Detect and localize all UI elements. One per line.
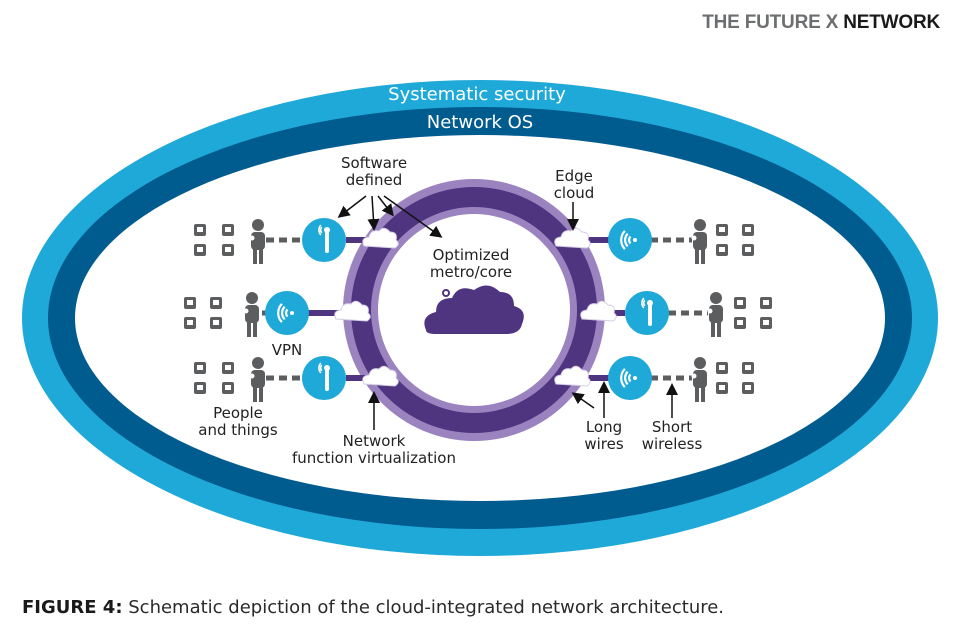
person-icon	[707, 292, 723, 337]
systematic-security-label: Systematic security	[388, 84, 566, 105]
antenna-access-node	[302, 356, 346, 400]
antenna-access-node	[625, 291, 669, 335]
nfv-label-2: function virtualization	[292, 449, 456, 467]
antenna-icon	[318, 362, 330, 391]
worker-icon	[210, 297, 222, 309]
people-things-label-1: People	[213, 404, 263, 422]
header-emphasis: NETWORK	[843, 12, 940, 33]
antenna-icon	[318, 224, 330, 253]
short-wireless-links	[262, 237, 708, 381]
core-label-line2: metro/core	[430, 263, 512, 281]
vpn-label: VPN	[272, 341, 303, 359]
software-defined-label-2: defined	[346, 171, 402, 189]
computer-icon	[760, 297, 772, 309]
tower-icon	[716, 362, 728, 374]
house-icon	[742, 362, 754, 374]
network-os-label: Network OS	[427, 112, 533, 133]
long-wires-label-2: wires	[584, 435, 624, 453]
monitor-icon	[194, 224, 206, 236]
car-icon	[184, 317, 196, 329]
person-icon	[760, 317, 772, 329]
wifi-icon	[620, 230, 637, 250]
caption-text: Schematic depiction of the cloud-integra…	[122, 597, 725, 618]
printer-icon	[734, 317, 746, 329]
caption-label: FIGURE 4:	[22, 597, 123, 618]
core-label-line1: Optimized	[433, 246, 510, 264]
document-icon	[734, 297, 746, 309]
person-icon	[691, 357, 707, 402]
core-cloud-icon	[424, 285, 524, 334]
edge-cloud-label-2: cloud	[554, 184, 595, 202]
figure-caption: FIGURE 4: Schematic depiction of the clo…	[22, 597, 724, 618]
webcam-icon	[194, 244, 206, 256]
hangar-icon	[210, 317, 222, 329]
glove-icon	[742, 224, 754, 236]
nfv-label-1: Network	[343, 432, 406, 450]
satellite-icon	[222, 382, 234, 394]
annotation-arrows	[337, 195, 678, 430]
washer-icon	[742, 244, 754, 256]
wifi-icon	[620, 368, 637, 388]
long-wires-label-1: Long	[586, 418, 622, 436]
antenna-icon	[641, 297, 653, 326]
factory-icon	[194, 382, 206, 394]
camera-icon	[222, 224, 234, 236]
software-defined-label-1: Software	[341, 154, 407, 172]
factory-icon	[742, 382, 754, 394]
short-wireless-label-1: Short	[652, 418, 692, 436]
wifi-access-node	[608, 218, 652, 262]
short-wireless-label-2: wireless	[642, 435, 703, 453]
printer-icon	[184, 297, 196, 309]
wifi-access-node	[608, 356, 652, 400]
sensor-icon	[222, 244, 234, 256]
wifi-access-node	[265, 291, 309, 335]
person-icon	[249, 219, 265, 264]
plug-icon	[716, 244, 728, 256]
antenna-tower-icon	[716, 382, 728, 394]
person-icon	[243, 292, 259, 337]
header-prefix: THE FUTURE X	[702, 12, 839, 33]
wifi-icon	[277, 303, 294, 323]
person-icon	[249, 357, 265, 402]
edge-cloud-label-1: Edge	[555, 167, 593, 185]
phone-icon	[716, 224, 728, 236]
core-cloud-dot	[442, 289, 450, 297]
wind-turbine-icon	[194, 362, 206, 374]
antenna-access-node	[302, 218, 346, 262]
publication-header: THE FUTURE X NETWORK	[702, 12, 940, 34]
airplane-icon	[222, 362, 234, 374]
people-things-label-2: and things	[198, 421, 278, 439]
person-icon	[691, 219, 707, 264]
